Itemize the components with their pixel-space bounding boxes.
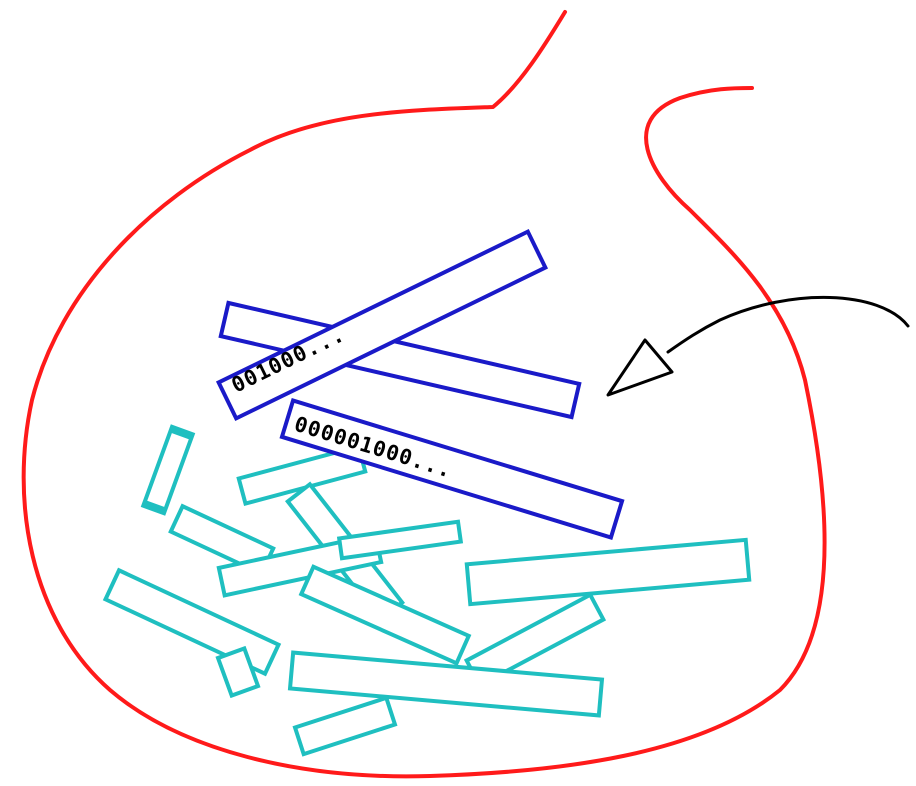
cyan-strip — [295, 698, 395, 754]
cyan-strip — [144, 429, 192, 512]
cyan-strip — [339, 522, 461, 559]
cyan-strip — [290, 653, 602, 716]
curved-arrow-icon — [608, 297, 908, 395]
bag-outline-icon — [24, 12, 825, 776]
cyan-strip — [467, 540, 749, 604]
